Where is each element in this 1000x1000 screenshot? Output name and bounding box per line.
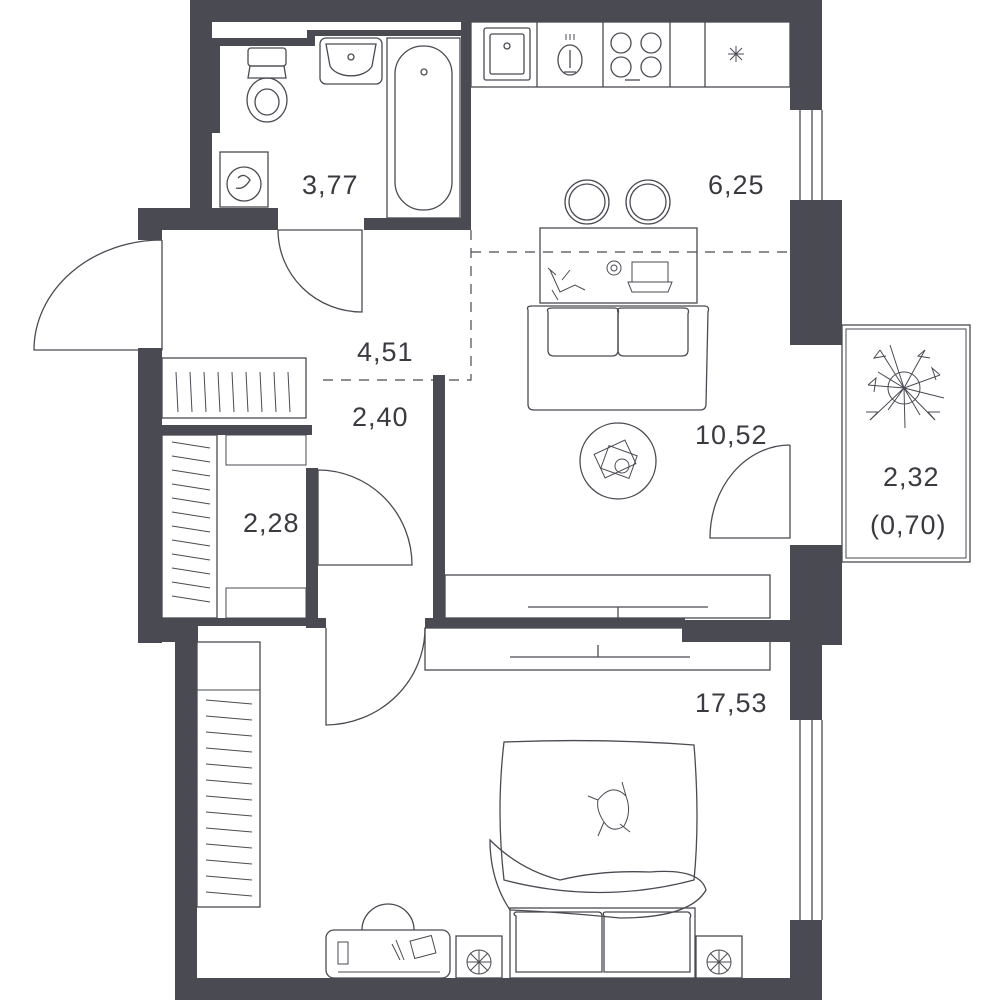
zone-boundaries bbox=[318, 230, 790, 381]
dining-table-icon bbox=[539, 227, 698, 304]
plant-icon bbox=[866, 344, 945, 429]
tv-wall-icon bbox=[424, 627, 771, 671]
bed-icon bbox=[489, 739, 707, 979]
balcony-door bbox=[709, 444, 791, 539]
area-living-room: 10,52 bbox=[695, 420, 768, 450]
sofa-icon bbox=[526, 305, 710, 411]
bar-stool-icon bbox=[564, 179, 610, 225]
storage-door bbox=[317, 469, 413, 566]
sink-icon bbox=[319, 37, 383, 85]
area-balcony: 2,32 bbox=[883, 462, 940, 492]
window-bedroom bbox=[799, 720, 823, 920]
bedroom-door bbox=[325, 627, 426, 726]
fan-icon bbox=[695, 935, 743, 979]
toilet-icon bbox=[246, 47, 288, 123]
area-kitchen-zone: 6,25 bbox=[708, 170, 765, 200]
window-kitchen bbox=[799, 110, 823, 200]
balcony bbox=[841, 324, 971, 563]
doors bbox=[33, 229, 791, 726]
entrance-door bbox=[33, 239, 163, 351]
desk-icon bbox=[325, 929, 451, 979]
coffee-table-icon bbox=[579, 422, 657, 500]
area-balcony-reduced: (0,70) bbox=[870, 510, 947, 540]
stove-icon bbox=[610, 32, 662, 81]
walls bbox=[138, 0, 842, 1000]
windows bbox=[799, 110, 823, 920]
kitchen-counter bbox=[470, 21, 791, 88]
chair-icon bbox=[361, 903, 415, 931]
faucet-icon bbox=[557, 34, 583, 76]
kitchen-sink-icon bbox=[483, 27, 531, 81]
area-corridor: 2,40 bbox=[352, 402, 409, 432]
bathroom-door bbox=[277, 229, 363, 313]
bar-stool-icon bbox=[625, 179, 671, 225]
wardrobe-corridor bbox=[161, 357, 307, 419]
bathtub-icon bbox=[386, 37, 461, 219]
wardrobe-storage bbox=[161, 434, 307, 619]
area-bathroom: 3,77 bbox=[302, 170, 359, 200]
fridge-icon bbox=[728, 46, 744, 62]
area-storage: 2,28 bbox=[243, 508, 300, 538]
fan-icon bbox=[455, 935, 503, 979]
area-hallway: 4,51 bbox=[357, 337, 414, 367]
tv-stand-icon bbox=[444, 574, 771, 619]
area-bedroom: 17,53 bbox=[695, 688, 768, 718]
washing-machine-icon bbox=[219, 151, 269, 208]
wardrobe-bedroom bbox=[196, 641, 261, 908]
